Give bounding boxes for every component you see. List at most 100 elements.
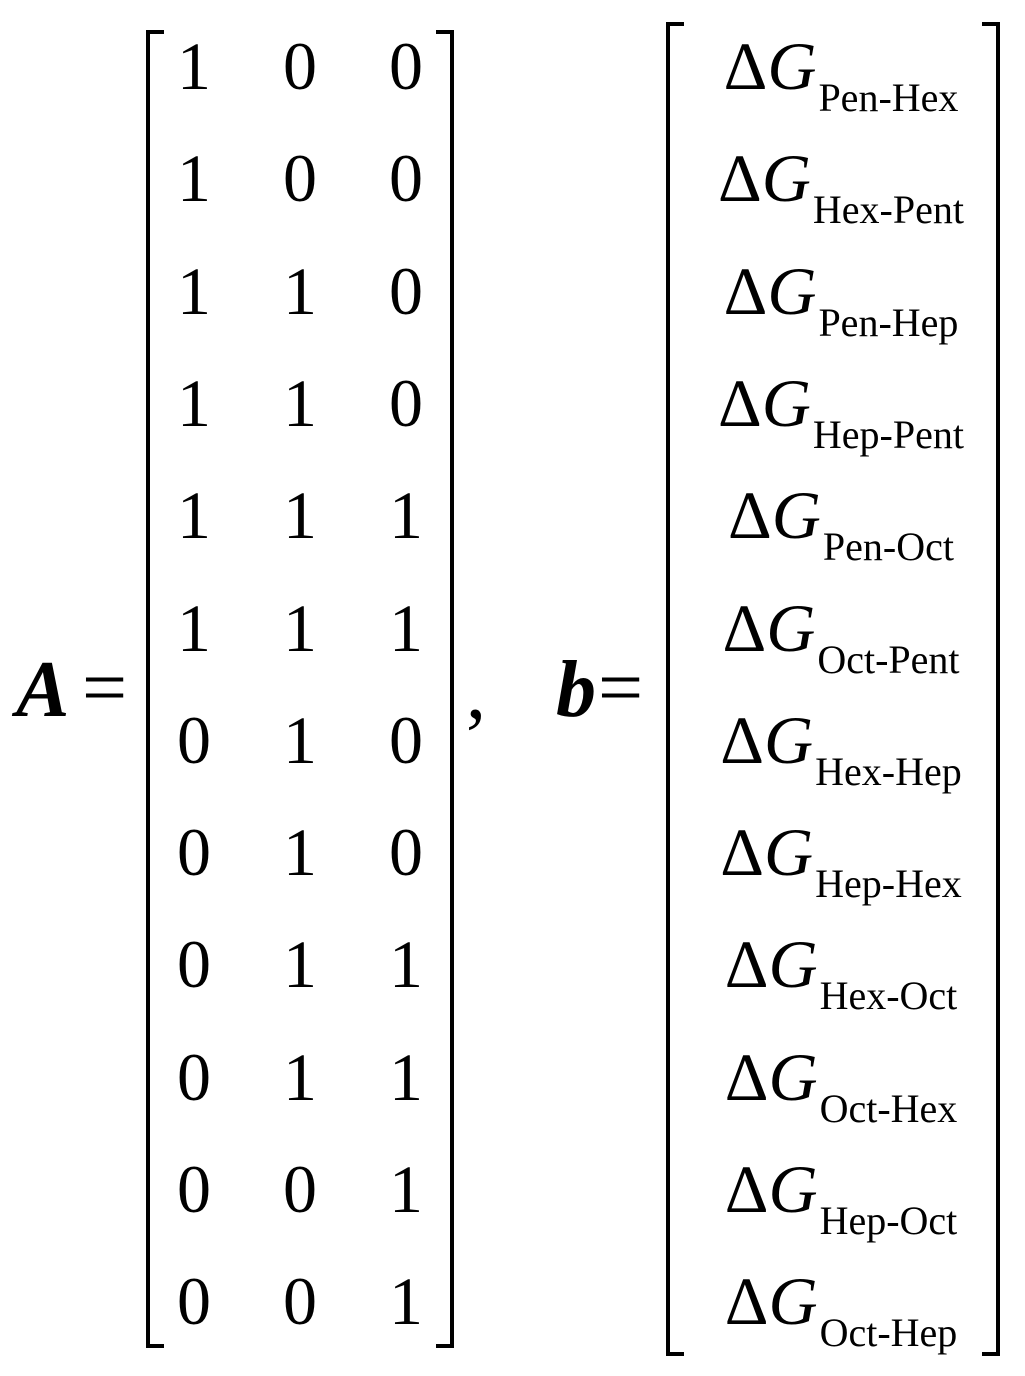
- delta-symbol: Δ: [723, 28, 768, 104]
- gibbs-g-symbol: G: [771, 477, 821, 554]
- vector-b-row: ΔGPen-Hep: [680, 235, 990, 347]
- vector-b-entry: ΔGPen-Oct: [696, 459, 986, 590]
- delta-symbol: Δ: [718, 140, 762, 217]
- matrix-a-cell: 0: [283, 140, 317, 217]
- vector-b-subscript: Pen-Hep: [818, 299, 959, 345]
- matrix-a-cell: 1: [389, 926, 423, 1003]
- vector-b-row: ΔGHex-Oct: [680, 908, 990, 1020]
- vector-b-row: ΔGOct-Pent: [680, 572, 990, 684]
- delta-symbol: Δ: [724, 1263, 769, 1340]
- matrix-a-label: A: [16, 646, 70, 734]
- matrix-a-cell: 1: [389, 1263, 423, 1340]
- matrix-a-cell: 1: [389, 477, 423, 554]
- vector-b-entry: ΔGOct-Hep: [696, 1245, 986, 1376]
- gibbs-g-symbol: G: [761, 364, 811, 441]
- gibbs-g-symbol: G: [766, 589, 816, 666]
- vector-b-subscript: Hep-Oct: [819, 1198, 958, 1243]
- vector-b-entry: ΔGHex-Oct: [696, 908, 986, 1039]
- matrix-a-cell: 1: [177, 252, 211, 329]
- gibbs-g-symbol: G: [768, 1151, 818, 1227]
- vector-b-left-bracket: [666, 22, 684, 1356]
- matrix-a-cell: 1: [389, 1038, 423, 1115]
- vector-b-entry: ΔGHep-Hex: [696, 796, 986, 927]
- matrix-a-cell: 0: [389, 701, 423, 778]
- delta-symbol: Δ: [724, 926, 769, 1003]
- vector-b-row: ΔGHep-Hex: [680, 796, 990, 908]
- matrix-a-cell: 1: [283, 477, 317, 554]
- vector-b-entry: ΔGHep-Oct: [696, 1133, 986, 1264]
- vector-b-right-bracket: [982, 22, 1000, 1356]
- vector-b-label: b: [556, 646, 596, 734]
- vector-b-row: ΔGPen-Oct: [680, 459, 990, 571]
- vector-b-entry: ΔGPen-Hex: [696, 10, 986, 141]
- vector-b-entry: ΔGHep-Pent: [696, 347, 986, 478]
- vector-b-row: ΔGHep-Pent: [680, 347, 990, 459]
- vector-b-entry: ΔGOct-Hex: [696, 1021, 986, 1152]
- matrix-a-cell: 1: [283, 701, 317, 778]
- matrix-a-right-bracket: [436, 30, 454, 1348]
- delta-symbol: Δ: [720, 701, 764, 778]
- vector-b-subscript: Hex-Pent: [812, 187, 964, 233]
- matrix-a-cell: 1: [389, 1151, 423, 1227]
- vector-b-subscript: Pen-Oct: [822, 524, 954, 570]
- vector-b-equals-sign: =: [598, 644, 644, 732]
- delta-symbol: Δ: [720, 814, 764, 891]
- vector-b-row: ΔGHex-Pent: [680, 122, 990, 234]
- delta-symbol: Δ: [722, 589, 767, 666]
- gibbs-g-symbol: G: [768, 1038, 818, 1115]
- matrix-a-cell: 0: [389, 140, 423, 217]
- delta-symbol: Δ: [728, 477, 772, 554]
- matrix-a-cell: 1: [283, 364, 317, 441]
- matrix-a-cell: 0: [389, 28, 423, 104]
- matrix-a-cell: 0: [389, 364, 423, 441]
- vector-b-subscript: Hep-Hex: [815, 861, 962, 907]
- matrix-a-cell: 0: [283, 1263, 317, 1340]
- vector-b-row: ΔGHex-Hep: [680, 684, 990, 796]
- matrix-a-cell: 1: [177, 364, 211, 441]
- matrix-a-cell: 0: [389, 814, 423, 891]
- matrix-a-cell: 1: [283, 926, 317, 1003]
- matrix-a-cell: 1: [177, 28, 211, 104]
- matrix-a-cell: 1: [177, 140, 211, 217]
- gibbs-g-symbol: G: [767, 252, 817, 329]
- vector-b-entry: ΔGOct-Pent: [696, 572, 986, 703]
- matrix-a-left-bracket: [146, 30, 164, 1348]
- gibbs-g-symbol: G: [768, 926, 818, 1003]
- vector-b-row: ΔGOct-Hep: [680, 1245, 990, 1357]
- vector-b-subscript: Pen-Hex: [818, 75, 959, 120]
- vector-b-entry: ΔGHex-Hep: [696, 684, 986, 815]
- vector-b-subscript: Oct-Hep: [819, 1310, 958, 1356]
- matrix-a-cell: 0: [177, 814, 211, 891]
- vector-b-subscript: Hex-Oct: [819, 973, 958, 1019]
- vector-b-row: ΔGOct-Hex: [680, 1021, 990, 1133]
- vector-b-subscript: Hex-Hep: [815, 748, 962, 794]
- vector-b-entry: ΔGPen-Hep: [696, 235, 986, 366]
- matrix-a-cell: 0: [177, 1263, 211, 1340]
- gibbs-g-symbol: G: [764, 814, 814, 891]
- gibbs-g-symbol: G: [767, 28, 817, 104]
- vector-b-subscript: Hep-Pent: [812, 411, 964, 457]
- delta-symbol: Δ: [723, 252, 768, 329]
- matrix-a-cell: 0: [177, 1151, 211, 1227]
- matrix-a-cell: 0: [177, 1038, 211, 1115]
- vector-b-row: ΔGPen-Hex: [680, 10, 990, 122]
- separator-comma: ,: [466, 648, 486, 736]
- gibbs-g-symbol: G: [768, 1263, 818, 1340]
- gibbs-g-symbol: G: [761, 140, 811, 217]
- matrix-a-cell: 1: [283, 1038, 317, 1115]
- vector-b-subscript: Oct-Pent: [817, 636, 960, 682]
- matrix-a-cell: 0: [283, 1151, 317, 1227]
